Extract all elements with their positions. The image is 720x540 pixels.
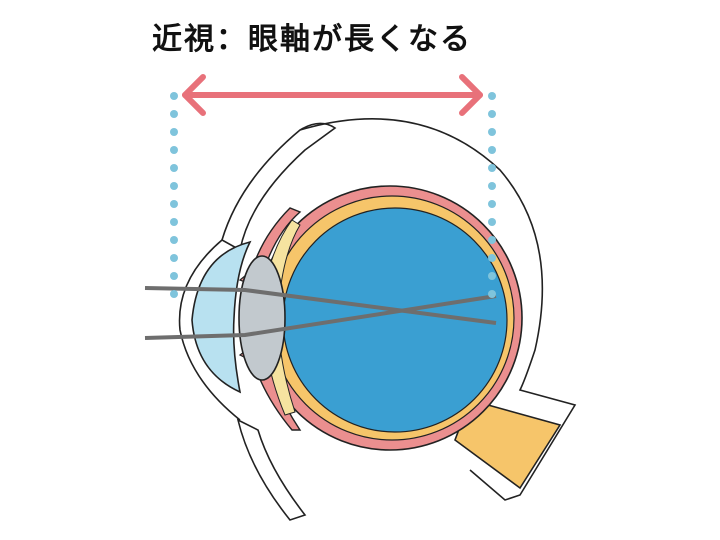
diagram-title: 近視：眼軸が長くなる [152,22,472,57]
cornea [191,240,252,394]
light-ray-upper [144,286,497,325]
lower-orbit-outline [236,418,307,521]
axial-length-arrow [182,74,483,116]
light-ray-lower [144,294,497,340]
orbit-outer-outline [299,118,577,501]
crystalline-lens [238,255,286,381]
dotted-guide-left [170,92,178,298]
dotted-guide-right [488,92,496,298]
